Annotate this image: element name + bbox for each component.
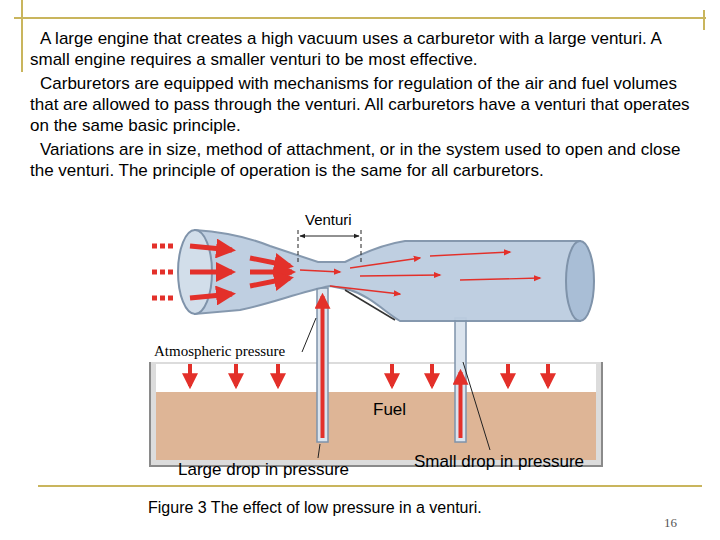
fuel-flow-arrow [321,296,325,438]
air-flow-arrow [152,246,292,298]
pressure-arrow [190,364,548,386]
body-paragraph: Carburetors are equipped with mechanisms… [30,73,692,136]
frame-line [14,0,706,486]
fuel-bowl [150,362,602,466]
tube-outlet [566,241,594,321]
page-number: 16 [664,515,677,531]
body-paragraph: Variations are in size, method of attach… [30,139,692,181]
note: Small drop in pressure [414,452,584,472]
part-name: Atmospheric pressure [154,343,285,360]
part-name: Venturi [305,211,352,228]
fuel-flow-arrow [459,372,463,438]
venturi-dimension [298,230,361,262]
figure-caption: Figure 3 The effect of low pressure in a… [148,499,482,517]
throttle-edge [345,290,395,320]
part-name: Fuel [373,400,406,420]
venturi-tube [195,230,580,321]
note: Large drop in pressure [178,460,349,480]
leader-line [302,318,490,458]
air-flow-arrow [300,252,540,294]
body-paragraph: A large engine that creates a high vacuu… [30,28,692,70]
